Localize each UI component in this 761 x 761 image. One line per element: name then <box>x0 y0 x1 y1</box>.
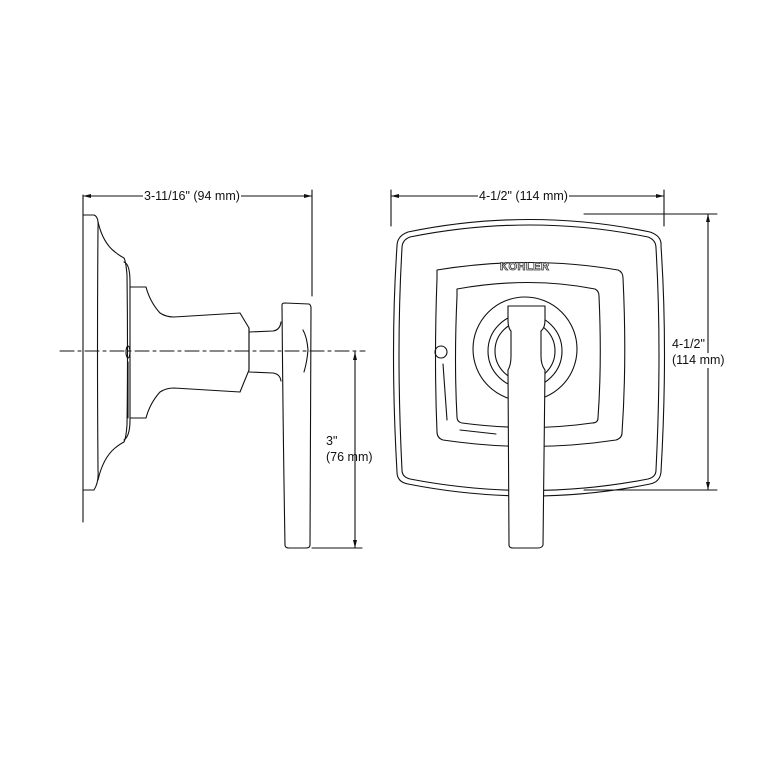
front-view <box>390 189 718 549</box>
arrowhead-right <box>656 194 664 198</box>
lever-handle-front <box>507 305 546 549</box>
arrowhead-left <box>391 194 399 198</box>
bezel-inner <box>454 281 601 429</box>
arrowhead-up <box>706 214 710 222</box>
temperature-arc-vertical <box>442 363 448 421</box>
brand-logo: KOHLER <box>500 261 550 274</box>
escutcheon-curve <box>97 221 129 481</box>
temperature-arc-horizontal <box>459 429 497 435</box>
depth-dimension-label: 3-11/16" (94 mm) <box>143 189 241 204</box>
height-label-imperial: 4-1/2" <box>671 337 706 352</box>
lever-side-profile <box>281 302 312 549</box>
arrowhead-right <box>304 194 312 198</box>
index-hole <box>125 345 131 359</box>
stem-bottom <box>248 371 282 382</box>
valve-body <box>129 286 250 419</box>
stem-top <box>248 321 282 333</box>
arrowhead-up <box>353 352 357 360</box>
handle-drop-label-imperial: 3" <box>326 434 338 448</box>
escutcheon-front-edge <box>82 214 99 491</box>
height-label-metric: (114 mm) <box>671 353 726 368</box>
handle-drop-label-metric: (76 mm) <box>326 450 373 464</box>
escutcheon-inner-edge <box>398 224 660 492</box>
index-marker-icon <box>434 345 448 359</box>
arrowhead-down <box>353 540 357 548</box>
lever-curve-detail <box>302 329 309 373</box>
arrowhead-down <box>706 482 710 490</box>
escutcheon-outer-edge <box>392 218 666 497</box>
width-dimension-label: 4-1/2" (114 mm) <box>478 189 569 204</box>
arrowhead-left <box>83 194 91 198</box>
side-view <box>59 189 366 549</box>
